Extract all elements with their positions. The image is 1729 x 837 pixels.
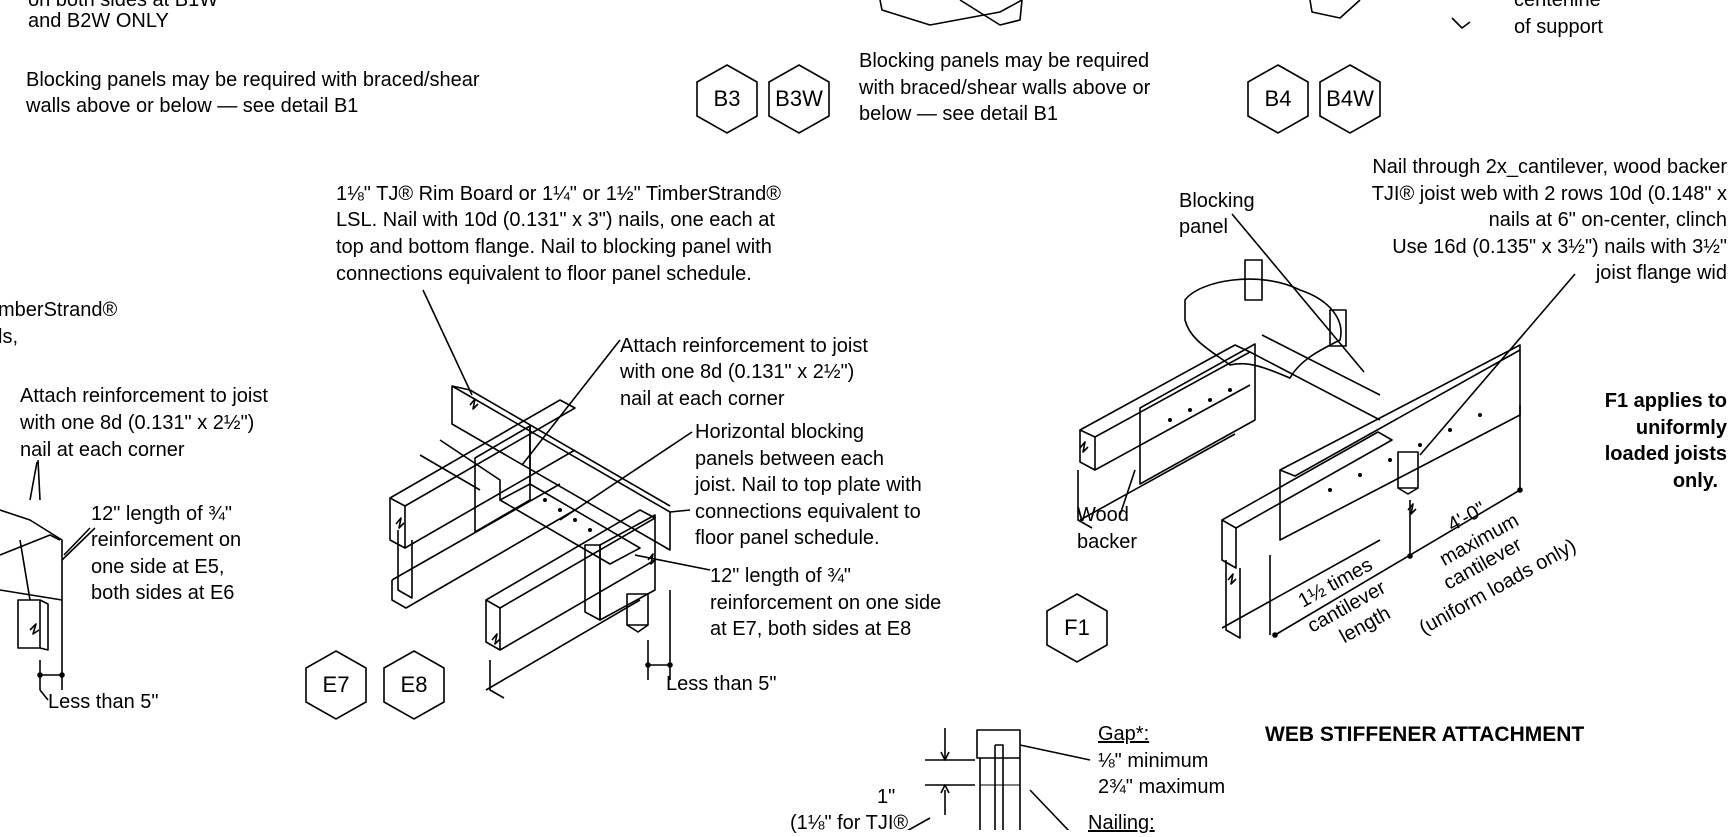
note-length-e5-line2: reinforcement on — [91, 529, 242, 551]
label-blocking-panel-line2: panel — [1179, 216, 1228, 238]
note-f1-line2: uniformly — [1635, 417, 1727, 439]
note-horizontal-line1: Horizontal blocking — [695, 421, 864, 443]
note-horizontal-line3: joist. Nail to top plate with — [695, 474, 922, 496]
web-stiffener-drawing — [925, 728, 1021, 830]
note-top-left-line1: on both sides at B1W — [28, 0, 219, 11]
note-length-e7-line1: 12" length of ¾" — [710, 565, 851, 587]
note-gap-minimum: ⅛" minimum — [1098, 750, 1209, 772]
note-length-e5-line4: both sides at E6 — [91, 582, 235, 604]
top-drawing-fragments — [879, 0, 1471, 29]
detail-hex-b3w: B3W — [767, 63, 831, 135]
leader-lines — [29, 213, 1576, 830]
note-gap-heading: Gap*: — [1098, 723, 1150, 745]
note-reinf-left-line3: nail at each corner — [20, 439, 185, 461]
note-blocking-left-line2: walls above or below — see detail B1 — [26, 95, 359, 117]
label-blocking-panel-line1: Blocking — [1179, 190, 1255, 212]
detail-hex-e7-label: E7 — [322, 672, 350, 697]
label-wood-backer-line2: backer — [1077, 531, 1138, 553]
detail-hex-b4w: B4W — [1318, 63, 1382, 135]
e7-drawing — [389, 385, 691, 699]
detail-hex-b4w-label: B4W — [1326, 86, 1374, 111]
note-length-e5-line1: 12" length of ¾" — [91, 503, 232, 525]
note-nail-through-line4: Use 16d (0.135" x 3½") nails with 3½" — [1392, 236, 1727, 258]
web-stiffener-title: WEB STIFFENER ATTACHMENT — [1265, 723, 1585, 746]
detail-hex-e8-label: E8 — [400, 672, 428, 697]
note-nail-through-line5: joist flange wid — [1595, 262, 1727, 284]
note-top-left-line2: and B2W ONLY — [28, 10, 169, 32]
dimension-less-than-left: Less than 5" — [48, 691, 159, 713]
note-blocking-b3-line3: below — see detail B1 — [859, 103, 1059, 125]
note-blocking-left-line1: Blocking panels may be required with bra… — [26, 69, 480, 91]
note-length-e5-line3: one side at E5, — [91, 556, 225, 578]
note-nail-through-line1: Nail through 2x_cantilever, wood backer — [1372, 156, 1727, 178]
note-f1-line3: loaded joists — [1604, 443, 1727, 465]
detail-hex-b3w-label: B3W — [775, 86, 823, 111]
note-partial-left-line1: mberStrand® — [0, 299, 118, 321]
note-reinf-mid-line2: with one 8d (0.131" x 2½") — [620, 361, 855, 383]
note-blocking-b3-line1: Blocking panels may be required — [859, 50, 1150, 72]
f1-drawing — [1077, 259, 1523, 639]
note-one-inch: 1" — [877, 786, 896, 808]
note-partial-left-line2: ls, — [0, 326, 18, 348]
detail-hex-f1: F1 — [1045, 592, 1109, 664]
note-rim-board-line4: connections equivalent to floor panel sc… — [336, 263, 752, 285]
note-nail-through-line3: nails at 6" on-center, clinch — [1488, 209, 1727, 231]
note-f1-line4: only. — [1672, 470, 1718, 492]
dimension-less-than-mid: Less than 5" — [666, 673, 777, 695]
note-centerline-line1: centerline — [1514, 0, 1601, 11]
detail-hex-e8: E8 — [382, 649, 446, 721]
detail-hex-b3: B3 — [695, 63, 759, 135]
note-rim-board-line3: top and bottom flange. Nail to blocking … — [336, 236, 772, 258]
note-f1-line1: F1 applies to — [1604, 390, 1727, 412]
note-gap-maximum: 2¾" maximum — [1098, 776, 1226, 798]
note-rim-board-line1: 1⅛" TJ® Rim Board or 1¼" or 1½" TimberSt… — [336, 183, 782, 205]
note-reinf-mid-line1: Attach reinforcement to joist — [620, 335, 868, 357]
label-wood-backer-line1: Wood — [1077, 504, 1129, 526]
note-reinf-left-line1: Attach reinforcement to joist — [20, 385, 268, 407]
e5-drawing-fragment — [0, 459, 96, 701]
detail-hex-e7: E7 — [304, 649, 368, 721]
detail-hex-b4: B4 — [1246, 63, 1310, 135]
detail-hex-f1-label: F1 — [1064, 615, 1090, 640]
note-reinf-left-line2: with one 8d (0.131" x 2½") — [20, 412, 255, 434]
detail-hex-b3-label: B3 — [713, 86, 741, 111]
note-horizontal-line5: floor panel schedule. — [695, 527, 880, 549]
note-blocking-b3-line2: with braced/shear walls above or — [859, 77, 1151, 99]
note-horizontal-line2: panels between each — [695, 448, 885, 470]
note-reinf-mid-line3: nail at each corner — [620, 388, 785, 410]
note-length-e7-line3: at E7, both sides at E8 — [710, 618, 912, 640]
note-centerline-line2: of support — [1514, 16, 1603, 38]
note-horizontal-line4: connections equivalent to — [695, 501, 921, 523]
note-length-e7-line2: reinforcement on one side — [710, 592, 942, 614]
detail-hex-b4-label: B4 — [1264, 86, 1292, 111]
note-nailing-heading: Nailing: — [1088, 812, 1155, 834]
note-rim-board-line2: LSL. Nail with 10d (0.131" x 3") nails, … — [336, 209, 775, 231]
note-nail-through-line2: TJI® joist web with 2 rows 10d (0.148" x — [1371, 183, 1727, 205]
note-one-inch-tji: (1⅛" for TJI® — [790, 812, 909, 834]
